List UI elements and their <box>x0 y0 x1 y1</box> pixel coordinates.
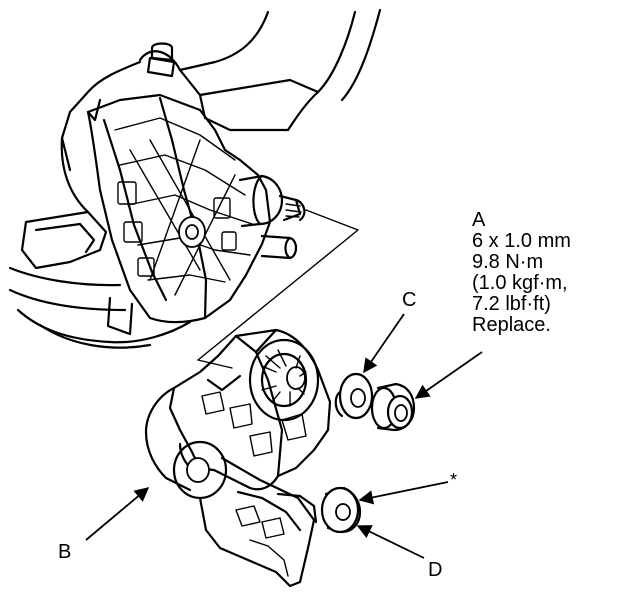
callout-c-label: C <box>402 289 417 311</box>
callout-a-torque-nm: 9.8 N·m <box>472 251 544 273</box>
callout-a-size: 6 x 1.0 mm <box>472 230 571 252</box>
callout-a-note: Replace. <box>472 314 551 336</box>
collar-d <box>320 486 362 534</box>
callout-a-spec: A 6 x 1.0 mm 9.8 N·m (1.0 kgf·m, 7.2 lbf… <box>472 210 571 336</box>
callout-d-label: D <box>428 559 443 581</box>
callout-a-torque-kgf: (1.0 kgf·m, <box>472 272 568 294</box>
callout-a-letter: A <box>472 209 486 231</box>
callout-b-label: B <box>58 541 72 563</box>
alignment-guide <box>197 209 359 369</box>
leader-a <box>414 351 483 399</box>
leader-c <box>363 313 405 374</box>
leader-b <box>85 487 150 541</box>
leader-lines <box>85 313 483 559</box>
frame-assembly <box>8 8 382 349</box>
washer-c <box>334 372 374 420</box>
leader-d <box>356 525 425 559</box>
flange-nut-a <box>370 382 416 432</box>
callout-a-torque-lbf: 7.2 lbf·ft) <box>472 293 551 315</box>
mount-bracket <box>144 328 332 588</box>
callout-star-label: * <box>450 470 458 490</box>
leader-star <box>358 481 449 505</box>
